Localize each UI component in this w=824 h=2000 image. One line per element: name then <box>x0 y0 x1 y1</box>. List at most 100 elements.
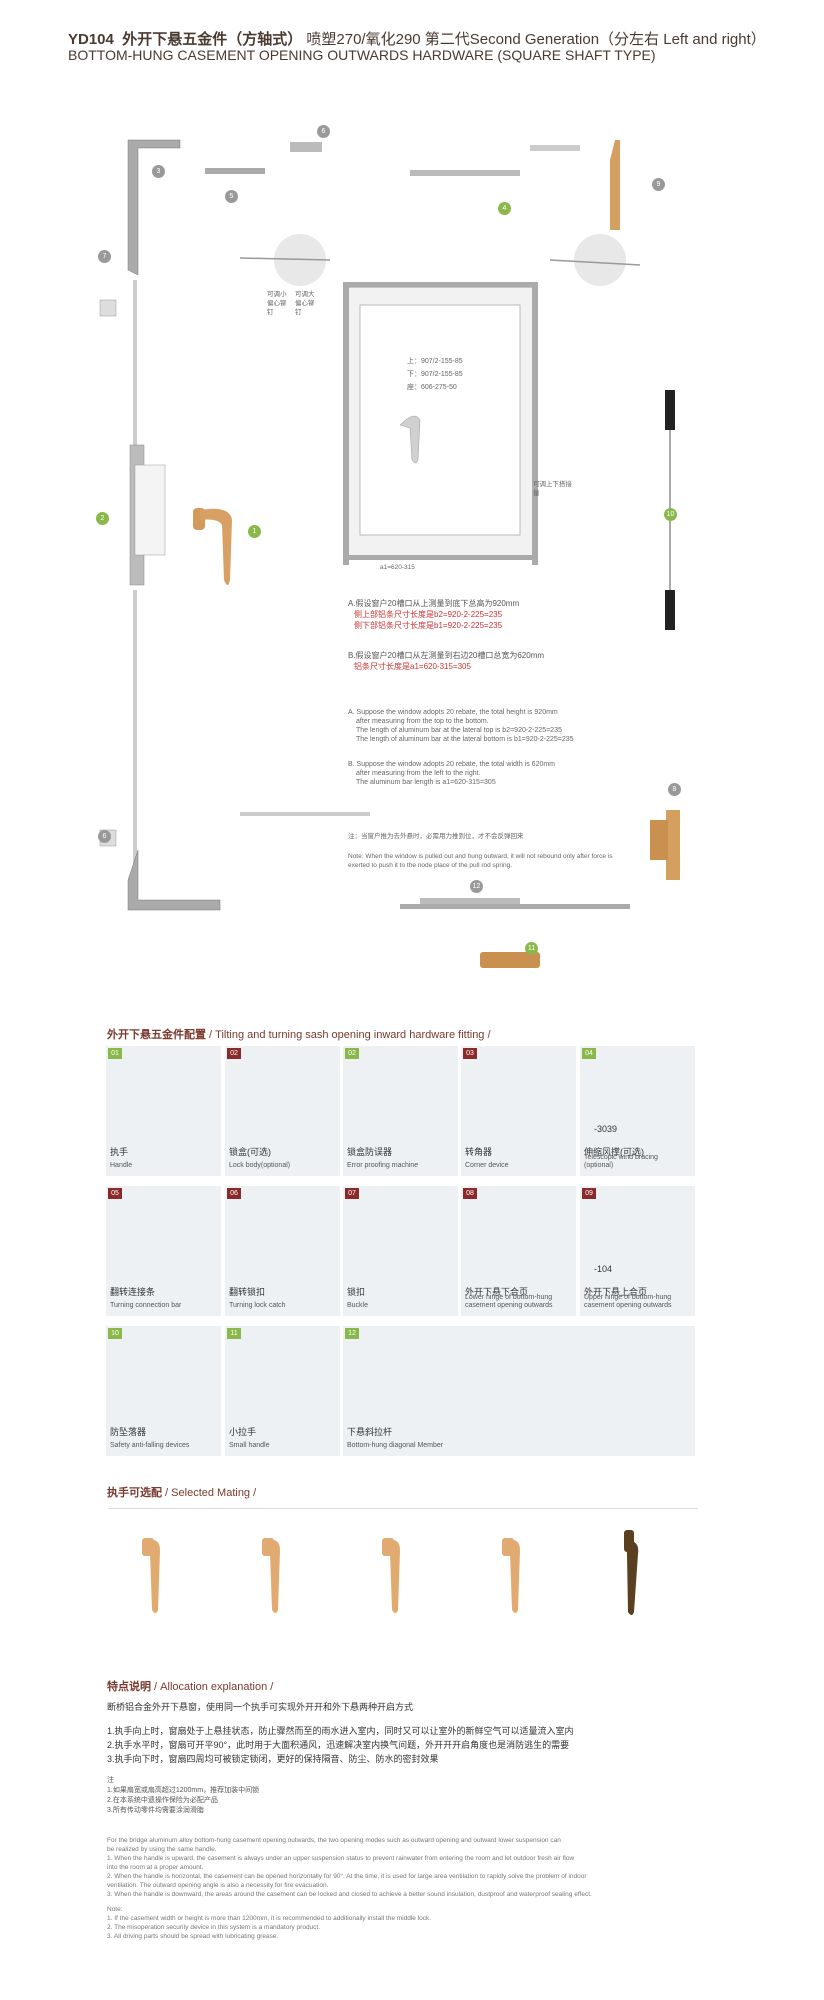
spec-hinge: 座：606-275-50 <box>407 384 457 391</box>
hardware-diagram: 3 5 6 4 9 7 2 1 10 8 6 12 11 可调小偏心铆钉 可调大… <box>80 110 720 970</box>
handle-option-2[interactable] <box>260 1535 290 1620</box>
card-extra: -104 <box>594 1264 613 1274</box>
card-number: 04 <box>582 1048 596 1059</box>
card-number: 01 <box>108 1048 122 1059</box>
card-en: Turning lock catch <box>229 1302 286 1309</box>
card-number: 05 <box>108 1188 122 1199</box>
features-intro: 断桥铝合金外开下悬窗，使用同一个执手可实现外开开和外下悬两种开启方式 <box>107 1702 414 1712</box>
card-cn: 转角器 <box>465 1147 493 1157</box>
card-number: 11 <box>227 1328 241 1339</box>
label-adj-updown: 可调上下搭接量 <box>533 481 572 497</box>
card-number: 03 <box>463 1048 477 1059</box>
card-en: Buckle <box>347 1302 369 1309</box>
card-en: Handle <box>110 1162 133 1169</box>
notes-cn-b: B.假设窗户20槽口从左测量到右边20槽口总宽为620mm 铝条尺寸长度是a1=… <box>348 651 545 671</box>
page-title: YD104 外开下悬五金件（方轴式） 喷塑270/氧化290 第二代Second… <box>68 28 766 49</box>
features-title: 特点说明 / Allocation explanation / <box>107 1681 274 1693</box>
card-en: Lower hinge of bottom-hung casement open… <box>465 1294 553 1309</box>
handle-option-4[interactable] <box>500 1535 530 1620</box>
label-a1: a1=620-315 <box>380 564 415 571</box>
card-cn: 翻转连接条 <box>110 1287 156 1297</box>
marker-2: 2 <box>96 512 109 525</box>
handle-option-1[interactable] <box>140 1535 170 1620</box>
label-adj-big: 可调大偏心铆钉 <box>295 291 315 316</box>
diagram-svg <box>99 139 680 968</box>
card-cn: 锁盒(可选) <box>229 1147 271 1157</box>
product-code: YD104 <box>68 31 114 48</box>
config-card: 11 小拉手 Small handle <box>225 1326 340 1456</box>
config-card: 02 锁盒(可选) Lock body(optional) <box>225 1046 340 1176</box>
marker-10: 10 <box>664 508 677 521</box>
page-subtitle: BOTTOM-HUNG CASEMENT OPENING OUTWARDS HA… <box>68 47 656 63</box>
marker-4: 4 <box>498 202 511 215</box>
card-en: Telescopic wind bracing (optional) <box>584 1154 658 1169</box>
notes-cn-a: A.假设窗户20槽口从上测量到底下总高为920mm 侧上部铝条尺寸长度是b2=9… <box>348 599 520 630</box>
card-en: Safety anti-falling devices <box>110 1442 190 1449</box>
marker-12: 12 <box>470 880 483 893</box>
card-cn: 防坠落器 <box>110 1427 147 1437</box>
marker-7: 7 <box>98 250 111 263</box>
features-en: For the bridge aluminum alloy bottom-hun… <box>107 1837 592 1940</box>
card-number: 06 <box>227 1188 241 1199</box>
card-en: Upper hinge of bottom-hung casement open… <box>584 1294 672 1309</box>
handle-options <box>130 1530 690 1620</box>
notes-en-a: A. Suppose the window adopts 20 rebate, … <box>348 709 574 743</box>
config-card: 01 执手 Handle <box>106 1046 221 1176</box>
card-number: 12 <box>345 1328 359 1339</box>
handle-option-3[interactable] <box>380 1535 410 1620</box>
marker-11: 11 <box>525 942 538 955</box>
card-cn: 伸缩风撑(可选) <box>584 1147 644 1157</box>
card-number: 09 <box>582 1188 596 1199</box>
card-en: Bottom-hung diagonal Member <box>347 1442 444 1449</box>
card-en: Turning connection bar <box>110 1302 182 1309</box>
notes-en-b: B. Suppose the window adopts 20 rebate, … <box>348 761 556 786</box>
card-cn: 锁扣 <box>347 1287 366 1297</box>
config-card: 02 锁盒防误器 Error proofing machine <box>343 1046 458 1176</box>
card-cn: 外开下悬上合页 <box>584 1287 648 1297</box>
card-cn: 外开下悬下合页 <box>465 1287 529 1297</box>
card-cn: 翻转锁扣 <box>229 1287 266 1297</box>
marker-6: 6 <box>317 125 330 138</box>
config-card: 05 翻转连接条 Turning connection bar <box>106 1186 221 1316</box>
card-cn: 执手 <box>110 1147 129 1157</box>
card-cn: 小拉手 <box>229 1427 257 1437</box>
card-cn: 下悬斜拉杆 <box>347 1427 393 1437</box>
divider <box>108 1508 698 1509</box>
label-adj-small: 可调小偏心铆钉 <box>267 291 287 316</box>
title-rest: 喷塑270/氧化290 第二代Second Generation（分左右 Lef… <box>306 31 766 48</box>
marker-9: 9 <box>652 178 665 191</box>
card-en: Corner device <box>465 1162 509 1169</box>
card-number: 02 <box>227 1048 241 1059</box>
marker-6b: 6 <box>98 830 111 843</box>
handle-option-5[interactable] <box>620 1530 650 1620</box>
spec-up: 上：907/2-155-85 <box>407 358 463 365</box>
marker-8: 8 <box>668 783 681 796</box>
features-points: 1.执手向上时，窗扇处于上悬挂状态，防止骤然而至的雨水进入室内，同时又可以让室外… <box>107 1726 574 1764</box>
card-cn: 锁盒防误器 <box>347 1147 393 1157</box>
marker-1: 1 <box>248 525 261 538</box>
card-number: 02 <box>345 1048 359 1059</box>
note-cn: 注：当窗户推为去外悬时，必需用力推到位，才不会反弹回来 <box>348 833 524 840</box>
spec-down: 下：907/2-155-85 <box>407 371 463 378</box>
config-card: 12 下悬斜拉杆 Bottom-hung diagonal Member <box>343 1326 695 1456</box>
config-card: 10 防坠落器 Safety anti-falling devices <box>106 1326 221 1456</box>
config-card: 06 翻转锁扣 Turning lock catch <box>225 1186 340 1316</box>
card-en: Error proofing machine <box>347 1162 419 1169</box>
config-title: 外开下悬五金件配置 / Tilting and turning sash ope… <box>107 1029 491 1041</box>
marker-3: 3 <box>152 165 165 178</box>
card-extra: -3039 <box>594 1124 618 1134</box>
card-en: Small handle <box>229 1442 270 1449</box>
features-notes: 注 1.如果扇宽或扇高超过1200mm，推荐加装中间锁 2.在本系统中遗操作保险… <box>107 1777 260 1814</box>
config-card: 03 转角器 Corner device <box>461 1046 576 1176</box>
note-en: Note: When the window is pulled out and … <box>348 853 613 869</box>
config-card: 04 -3039 伸缩风撑(可选)Telescopic wind bracing (… <box>580 1046 695 1176</box>
mating-title: 执手可选配 / Selected Mating / <box>107 1487 257 1499</box>
card-en: Lock body(optional) <box>229 1162 291 1169</box>
card-number: 10 <box>108 1328 122 1339</box>
card-number: 08 <box>463 1188 477 1199</box>
marker-5: 5 <box>225 190 238 203</box>
title-cn: 外开下悬五金件（方轴式） <box>122 31 303 48</box>
